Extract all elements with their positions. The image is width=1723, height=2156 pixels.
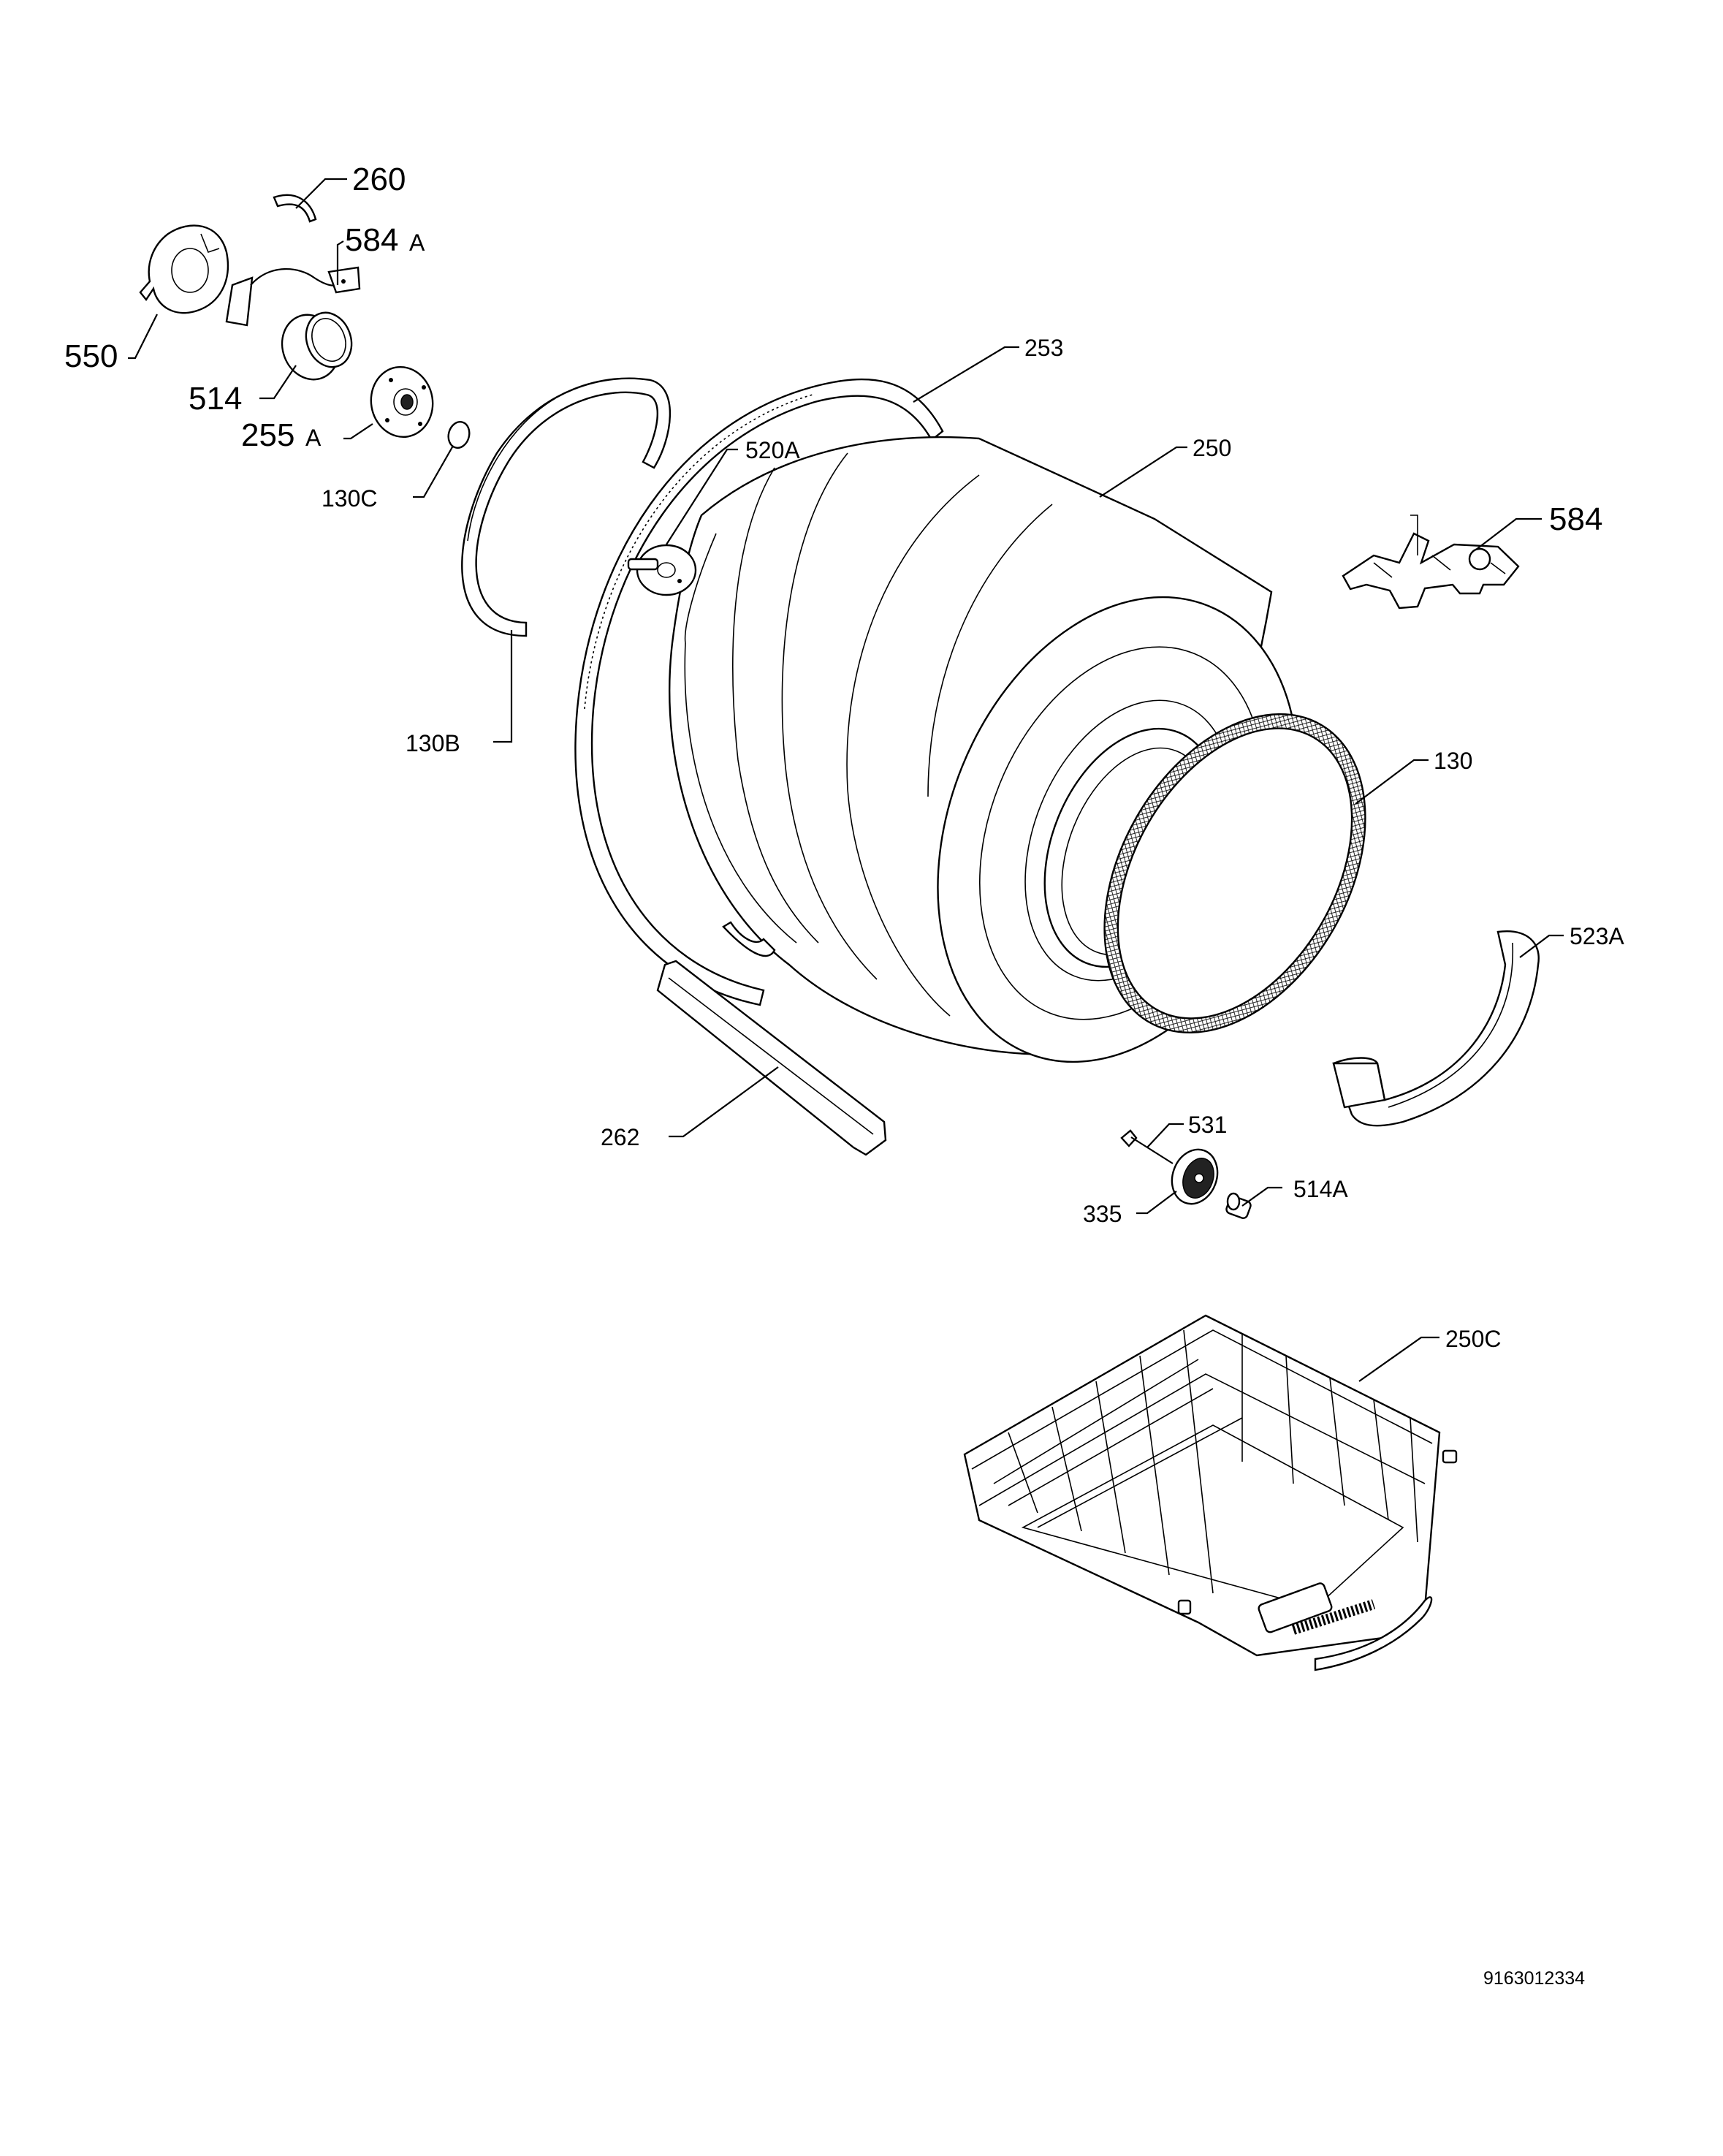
label-531: 531: [1188, 1112, 1227, 1138]
label-255a-number: 255: [241, 417, 294, 453]
front-bearing-523a: [1332, 930, 1540, 1127]
label-335: 335: [1083, 1201, 1122, 1227]
drying-rack-250c: [963, 1314, 1458, 1671]
label-584a-number: 584: [345, 222, 398, 258]
label-514a: 514A: [1293, 1176, 1348, 1202]
label-130c: 130C: [322, 485, 378, 512]
label-584a-suffix: A: [409, 229, 425, 256]
label-550: 550: [64, 338, 118, 374]
label-253: 253: [1024, 335, 1063, 361]
document-code: 9163012334: [1483, 1968, 1585, 1989]
bearing-housing-550: [139, 224, 229, 314]
label-130b: 130B: [406, 730, 460, 756]
label-262: 262: [601, 1124, 639, 1150]
belt-tail: [722, 921, 776, 957]
bearing-514: [281, 311, 353, 381]
roller-assembly: [1120, 1129, 1252, 1219]
label-130: 130: [1434, 748, 1472, 774]
label-523a: 523A: [1570, 923, 1624, 949]
sensor-bracket-584: [1342, 515, 1520, 610]
sensor-cable-584a: [225, 266, 361, 327]
drive-belt-253: [574, 378, 944, 1006]
label-255a-suffix: A: [305, 425, 322, 451]
drum-shaft-520a: [627, 544, 697, 596]
roller-wheel-335: [1171, 1148, 1219, 1205]
label-514: 514: [189, 381, 242, 417]
label-584: 584: [1549, 501, 1602, 537]
label-260: 260: [352, 162, 406, 197]
label-250: 250: [1193, 435, 1231, 461]
leader-lines: [128, 178, 1564, 1382]
front-seal-130: [1103, 713, 1366, 1033]
rear-seal-130b: [461, 377, 672, 637]
callout-labels: 260 584 A 550 514 255 A 130C 253 520A 25…: [64, 162, 1624, 1352]
drum-lifter-262: [656, 960, 887, 1156]
label-250c: 250C: [1445, 1326, 1502, 1352]
label-520a: 520A: [745, 437, 800, 463]
cord-260: [273, 194, 317, 223]
flange-255a: [370, 365, 434, 439]
roller-bushing-514a: [1225, 1192, 1252, 1219]
circlip-130c: [447, 421, 471, 449]
screw-531: [1120, 1129, 1174, 1164]
